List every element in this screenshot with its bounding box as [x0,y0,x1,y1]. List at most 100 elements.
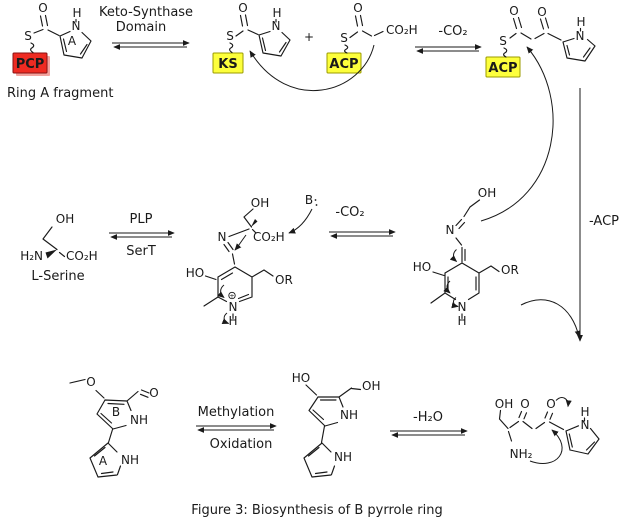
acp-box [326,52,362,74]
atom-label-s: S [499,34,507,48]
atom-label-s: S [24,29,32,43]
ketothioester-bonds [503,16,596,62]
aldimine-wedge-bond [251,219,258,227]
structure-acp-malonyl: ACP S O CO₂H [326,1,418,74]
oxidation-label: Oxidation [210,437,273,452]
mechanism-arrow-cyclization [529,429,563,464]
ring-h-label: H [580,405,589,419]
structure-acp-ketothioester: ACP S O O H N [485,4,596,78]
aminodiketone-bonds [498,409,600,455]
ring-n-label: N [229,300,238,314]
ks-structure-bonds [229,14,291,57]
structure-bipyrrole-product: O O B NH A NH [69,375,159,478]
atom-label-n: N [272,19,281,33]
atom-label-n: N [576,29,585,43]
atom-label-o: O [537,5,546,19]
ks-box [212,52,244,74]
mechanism-arrow-ring [443,280,451,294]
keto-synthase-step: Keto-Synthase Domain [99,5,193,50]
atom-label-ho: HO [186,266,204,280]
atom-label-oh: OH [56,212,74,226]
ring-a-nh-label: NH [334,450,352,464]
ring-a-fragment-bonds [30,14,92,59]
mechanism-arrow-ring [221,312,230,324]
ring-b-letter: B [112,405,120,419]
keto-synthase-label-2: Domain [116,20,166,35]
mechanism-arrow-release [520,299,581,338]
bipyrrole-intermediate-bonds [303,384,362,478]
structure-l-serine: OH H₂N CO₂H L-Serine [20,212,97,284]
aldimine-bonds [203,208,274,320]
aldehyde-o-label: O [149,386,158,400]
atom-label-oh: OH [362,379,380,393]
lone-pair-dot [315,204,318,206]
atom-label-h: H [72,6,81,20]
pcp-box-label: PCP [16,57,45,72]
acp-box-label: ACP [329,57,358,72]
ring-n-label: N [458,300,467,314]
methylation-oxidation-step: Methylation Oxidation [196,405,277,452]
structure-ring-a-thioester-pcp: PCP S O H N A Ring A fragment [7,1,113,101]
structure-ks-thioester: KS S O H N [212,1,291,74]
atom-label-h: H [272,6,281,20]
plus-charge: + [229,292,234,300]
atom-label-o: O [353,1,362,15]
methylation-label: Methylation [198,405,275,420]
carboxylic-acid-label: CO₂H [66,249,98,263]
plp-label: PLP [130,212,153,227]
serine-bonds [42,226,66,258]
mechanism-arrow-claisen [249,44,375,91]
ks-box-label: KS [218,57,237,72]
ketone-o-label: O [546,397,555,411]
atom-label-ho: HO [292,371,310,385]
ring-n-label: N [581,418,590,432]
carboxylic-acid-label: CO₂H [386,23,418,37]
amine-label: H₂N [20,249,43,263]
malonyl-bonds [344,14,384,54]
mechanism-arrow-carbonyl [555,397,572,408]
structure-plp-quinonoid: OH N HO OR N H [413,186,519,328]
mechanism-arrow-ring [451,297,459,309]
atom-label-oh: OH [478,186,496,200]
figure-caption: Figure 3: Biosynthesis of B pyrrole ring [191,503,442,518]
atom-label-o: O [509,4,518,18]
atom-label-or: OR [501,263,519,277]
atom-label-h: H [576,15,585,29]
plus-sign: + [304,30,314,44]
structure-bipyrrole-intermediate: HO OH NH NH [292,371,380,478]
mechanism-arrow-ring [217,284,225,298]
atom-label-or: OR [275,273,293,287]
atom-label-ho: HO [413,260,431,274]
structure-aminodiketone-pyrrole: OH O O NH₂ H N [495,397,600,464]
amine-label: NH₂ [510,447,533,461]
imine-n-label: N [218,230,227,244]
sert-label: SerT [126,244,156,259]
atom-label-s: S [226,29,234,43]
minus-co2-label: -CO₂ [335,205,364,220]
base-b-label: B [305,193,313,207]
ketone-o-label: O [520,397,529,411]
atom-label-oh: OH [251,196,269,210]
keto-synthase-label-1: Keto-Synthase [99,5,193,20]
mechanism-arrow-small [449,249,458,263]
atom-label-o: O [238,1,247,15]
ring-b-nh-label: NH [340,408,358,422]
minus-co2-label: -CO₂ [438,24,467,39]
lone-pair-dot [314,199,317,201]
charge-circle-icon [228,291,236,300]
minus-h2o-label: -H₂O [413,410,443,425]
imine-n-label: N [446,223,455,237]
ring-h-label: H [457,314,466,328]
serine-wedge-bond [45,249,57,259]
mechanism-arrow-small [234,234,247,251]
ring-a-letter: A [99,454,108,468]
pcp-box [12,52,48,74]
co2-loss-step-top: -CO₂ [415,24,482,54]
co2-loss-step-middle: -CO₂ [329,205,396,239]
atom-label-oh: OH [495,397,513,411]
structure-plp-aldimine: OH CO₂H N HO OR + N H B [186,193,318,328]
ring-a-fragment-caption: Ring A fragment [7,86,113,101]
h2o-loss-step: -H₂O [390,410,468,438]
